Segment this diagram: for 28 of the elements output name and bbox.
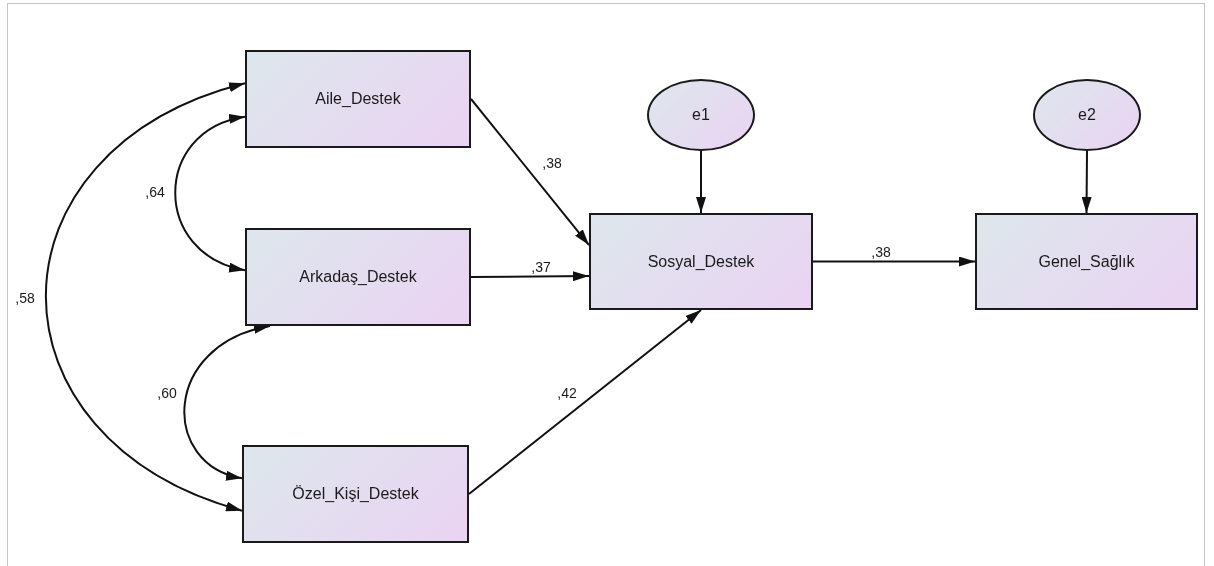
edge-label: ,38 [870, 245, 892, 259]
arrow [696, 150, 706, 214]
variable-box [245, 228, 471, 326]
arrow [470, 98, 590, 246]
node-label: Özel_Kişi_Destek [292, 485, 419, 503]
variable-box [245, 50, 471, 148]
node-label: e1 [692, 106, 710, 124]
edge-label: ,37 [530, 260, 552, 274]
edge-label: ,38 [541, 156, 563, 170]
node-label: Sosyal_Destek [647, 252, 755, 271]
arrow [44, 82, 246, 512]
edge-label: ,60 [156, 386, 178, 400]
node-label: e2 [1078, 106, 1096, 124]
variable-box [242, 445, 469, 543]
edge-label: ,64 [144, 185, 166, 199]
arrow [470, 271, 590, 282]
arrow [812, 256, 976, 267]
node-label: Genel_Sağlık [1038, 252, 1135, 271]
arrow [1081, 150, 1092, 214]
node-label: Aile_Destek [315, 90, 401, 108]
variable-box [975, 213, 1198, 310]
arrow [183, 325, 271, 480]
edge-label: ,42 [556, 386, 578, 400]
edge-label: ,58 [14, 291, 36, 305]
arrow [468, 309, 702, 495]
variable-box [589, 213, 813, 310]
arrow [174, 115, 246, 272]
node-label: Arkadaş_Destek [299, 268, 417, 286]
